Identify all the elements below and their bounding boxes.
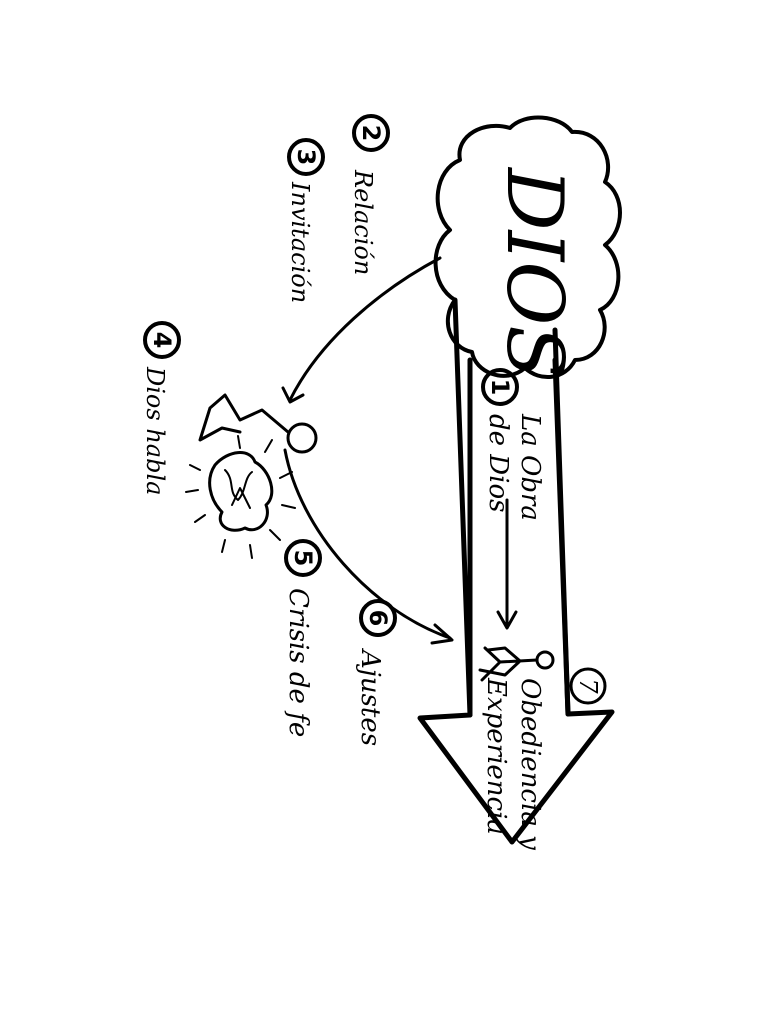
arrow-shaft-right-edge (552, 357, 571, 717)
step-4-label: Dios habla (141, 366, 169, 495)
step-5-number: 5 (289, 550, 317, 567)
step-2-marker: 2 (352, 114, 390, 152)
step-7-label-line2: Experiencia (481, 677, 511, 835)
arc-person-to-figure (283, 448, 452, 640)
step-7-label-line1: Obediencia y (515, 678, 545, 850)
step-4-marker: 4 (143, 321, 181, 359)
step-3-marker: 3 (287, 138, 325, 176)
step-7-marker: 7 (569, 667, 607, 705)
step-6-marker: 6 (359, 599, 397, 637)
step-2-number: 2 (357, 125, 385, 142)
arc-arrowhead-2 (430, 623, 454, 645)
person-figure (198, 393, 290, 442)
step-1-marker: 1 (481, 368, 519, 406)
arc-arrowhead-1 (281, 386, 305, 404)
step-1-label-line2: de Dios (483, 414, 513, 512)
step-6-number: 6 (364, 610, 392, 627)
step-3-label: Invitación (286, 181, 314, 303)
person-head (286, 422, 318, 454)
step-6-label: Ajustes (355, 648, 385, 746)
step-1-number: 1 (486, 379, 514, 396)
burning-bush-icon (185, 435, 296, 559)
step-1-label-line1: La Obra (515, 413, 545, 521)
step-5-label: Crisis de fe (283, 588, 313, 737)
step-3-number: 3 (292, 149, 320, 166)
step-4-number: 4 (148, 332, 176, 349)
cloud (433, 115, 622, 380)
step-2-label: Relación (349, 169, 377, 275)
step-7-number: 7 (574, 678, 602, 694)
small-arrow-head (496, 610, 518, 630)
step-5-marker: 5 (284, 539, 322, 577)
god-label: DIOS (489, 166, 579, 379)
stick-figure-icon (478, 646, 555, 682)
arc-cloud-to-person (288, 256, 442, 402)
